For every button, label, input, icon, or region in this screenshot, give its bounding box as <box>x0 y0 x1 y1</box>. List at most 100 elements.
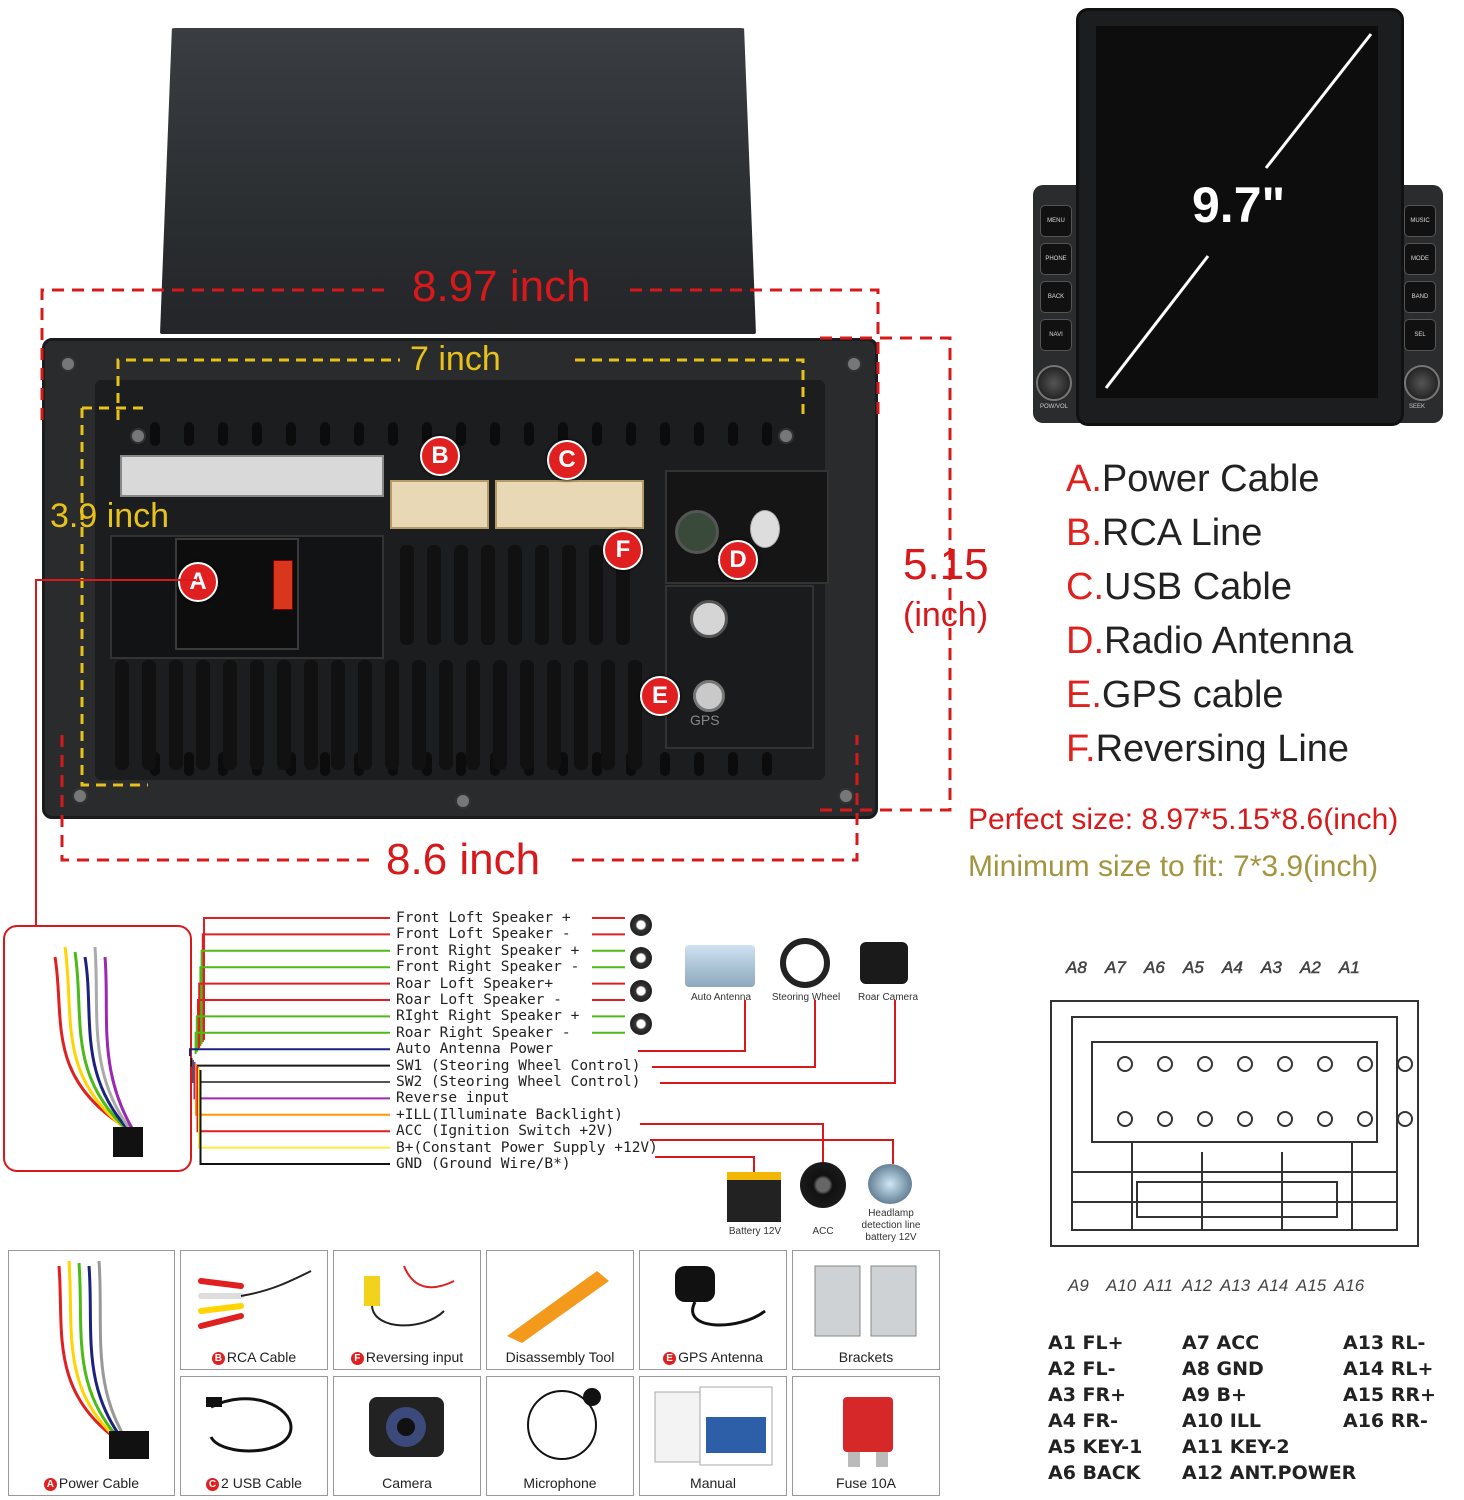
pin-hole <box>1397 1056 1413 1072</box>
wire-label-list: Front Loft Speaker +Front Loft Speaker -… <box>396 910 658 1173</box>
heat-fin <box>535 545 549 645</box>
legend-text: Radio Antenna <box>1104 620 1354 662</box>
vent-slot <box>558 422 568 446</box>
seek-knob[interactable] <box>1404 365 1440 401</box>
heat-fin <box>574 660 588 770</box>
legend-item: F.Reversing Line <box>1066 722 1353 776</box>
connector-diagram <box>1050 1000 1419 1247</box>
marker-c: C <box>547 440 587 480</box>
accessory-label: Microphone <box>523 1475 597 1491</box>
acc-label: ACC <box>812 1226 834 1237</box>
heat-fin <box>169 660 183 770</box>
panel-button[interactable]: BAND <box>1404 281 1436 313</box>
pin-entry: A6 BACK <box>1048 1462 1141 1484</box>
heat-fin <box>412 660 426 770</box>
volume-knob[interactable] <box>1036 365 1072 401</box>
pin-entry: A12 ANT.POWER <box>1182 1462 1357 1484</box>
heat-fin <box>385 660 399 770</box>
fuse-image <box>843 1397 893 1467</box>
panel-button[interactable]: SEL <box>1404 319 1436 351</box>
pin-hole <box>1157 1111 1173 1127</box>
wire-label: GND (Ground Wire/B*) <box>396 1156 571 1173</box>
pin-hole <box>1197 1056 1213 1072</box>
wire-routing <box>189 917 896 1172</box>
pin-label: A10 <box>1106 1276 1137 1295</box>
legend-text: USB Cable <box>1104 566 1292 608</box>
pin-entry: A7 ACC <box>1182 1332 1260 1354</box>
vent-slot <box>252 422 262 446</box>
vent-slot <box>592 422 602 446</box>
pin-hole <box>1157 1056 1173 1072</box>
pin-label: A13 <box>1220 1276 1251 1295</box>
wire-line <box>198 1068 390 1149</box>
brackets-image <box>814 1265 917 1337</box>
radio-antenna-jack <box>675 510 719 554</box>
wire-label: +ILL(Illuminate Backlight) <box>396 1106 623 1123</box>
heat-fin <box>400 545 414 645</box>
vent-slot <box>150 422 160 446</box>
camera-image <box>369 1397 444 1457</box>
wire-line <box>193 1062 390 1100</box>
steering-wheel-label: Steoring Wheel <box>771 992 841 1003</box>
gps-antenna-image <box>675 1266 766 1327</box>
panel-button[interactable]: MENU <box>1040 205 1072 237</box>
wire-line <box>198 982 390 1048</box>
wire-label: Front Right Speaker - <box>396 959 580 976</box>
legend-letter: F. <box>1066 728 1096 770</box>
pin-entry: A16 RR- <box>1343 1410 1428 1432</box>
pin-label: A15 <box>1296 1276 1327 1295</box>
panel-button[interactable]: MODE <box>1404 243 1436 275</box>
wire-label: Roar Right Speaker - <box>396 1024 571 1041</box>
manual-image <box>654 1386 773 1466</box>
legend-item: D.Radio Antenna <box>1066 614 1353 668</box>
heat-fin <box>304 660 318 770</box>
mic-hole <box>690 600 728 638</box>
legend-text: Reversing Line <box>1095 728 1350 770</box>
panel-button[interactable]: BACK <box>1040 281 1072 313</box>
legend-letter: E. <box>1066 674 1102 716</box>
heat-fin <box>616 545 630 645</box>
screw <box>846 356 862 372</box>
wire-label: B+(Constant Power Supply +12V) <box>396 1139 658 1156</box>
panel-button[interactable]: PHONE <box>1040 243 1072 275</box>
panel-button[interactable]: MUSIC <box>1404 205 1436 237</box>
label-sticker <box>120 455 384 497</box>
battery-label: Battery 12V <box>728 1226 782 1237</box>
device-connection <box>655 1156 755 1172</box>
pin-label: A5 <box>1183 958 1204 978</box>
panel-button[interactable]: NAVI <box>1040 319 1072 351</box>
pin-hole <box>1277 1111 1293 1127</box>
vent-slot <box>422 422 432 446</box>
pin-label: A9 <box>1068 1276 1089 1295</box>
accessory-manual: Manual <box>639 1376 787 1496</box>
heat-fin <box>628 660 642 770</box>
heat-fin <box>223 660 237 770</box>
wire-label: Auto Antenna Power <box>396 1041 554 1058</box>
heat-fin <box>562 545 576 645</box>
device-connection <box>660 1000 896 1084</box>
harness-image <box>53 946 144 1157</box>
vent-slot <box>354 422 364 446</box>
wire-line <box>195 1015 390 1052</box>
vent-slot <box>456 752 466 776</box>
pin-hole <box>1237 1056 1253 1072</box>
accessory-label: Camera <box>382 1475 432 1491</box>
vent-slot <box>694 422 704 446</box>
vent-slot <box>762 752 772 776</box>
pin-label: A3 <box>1261 958 1282 978</box>
pin-label: A7 <box>1105 958 1126 978</box>
pin-hole <box>1237 1111 1253 1127</box>
wire-line <box>196 1066 390 1133</box>
legend-item: B.RCA Line <box>1066 506 1353 560</box>
wire-line <box>197 999 390 1050</box>
screw <box>60 356 76 372</box>
pin-hole <box>1197 1111 1213 1127</box>
wire-line <box>194 1031 390 1054</box>
screw <box>130 428 146 444</box>
